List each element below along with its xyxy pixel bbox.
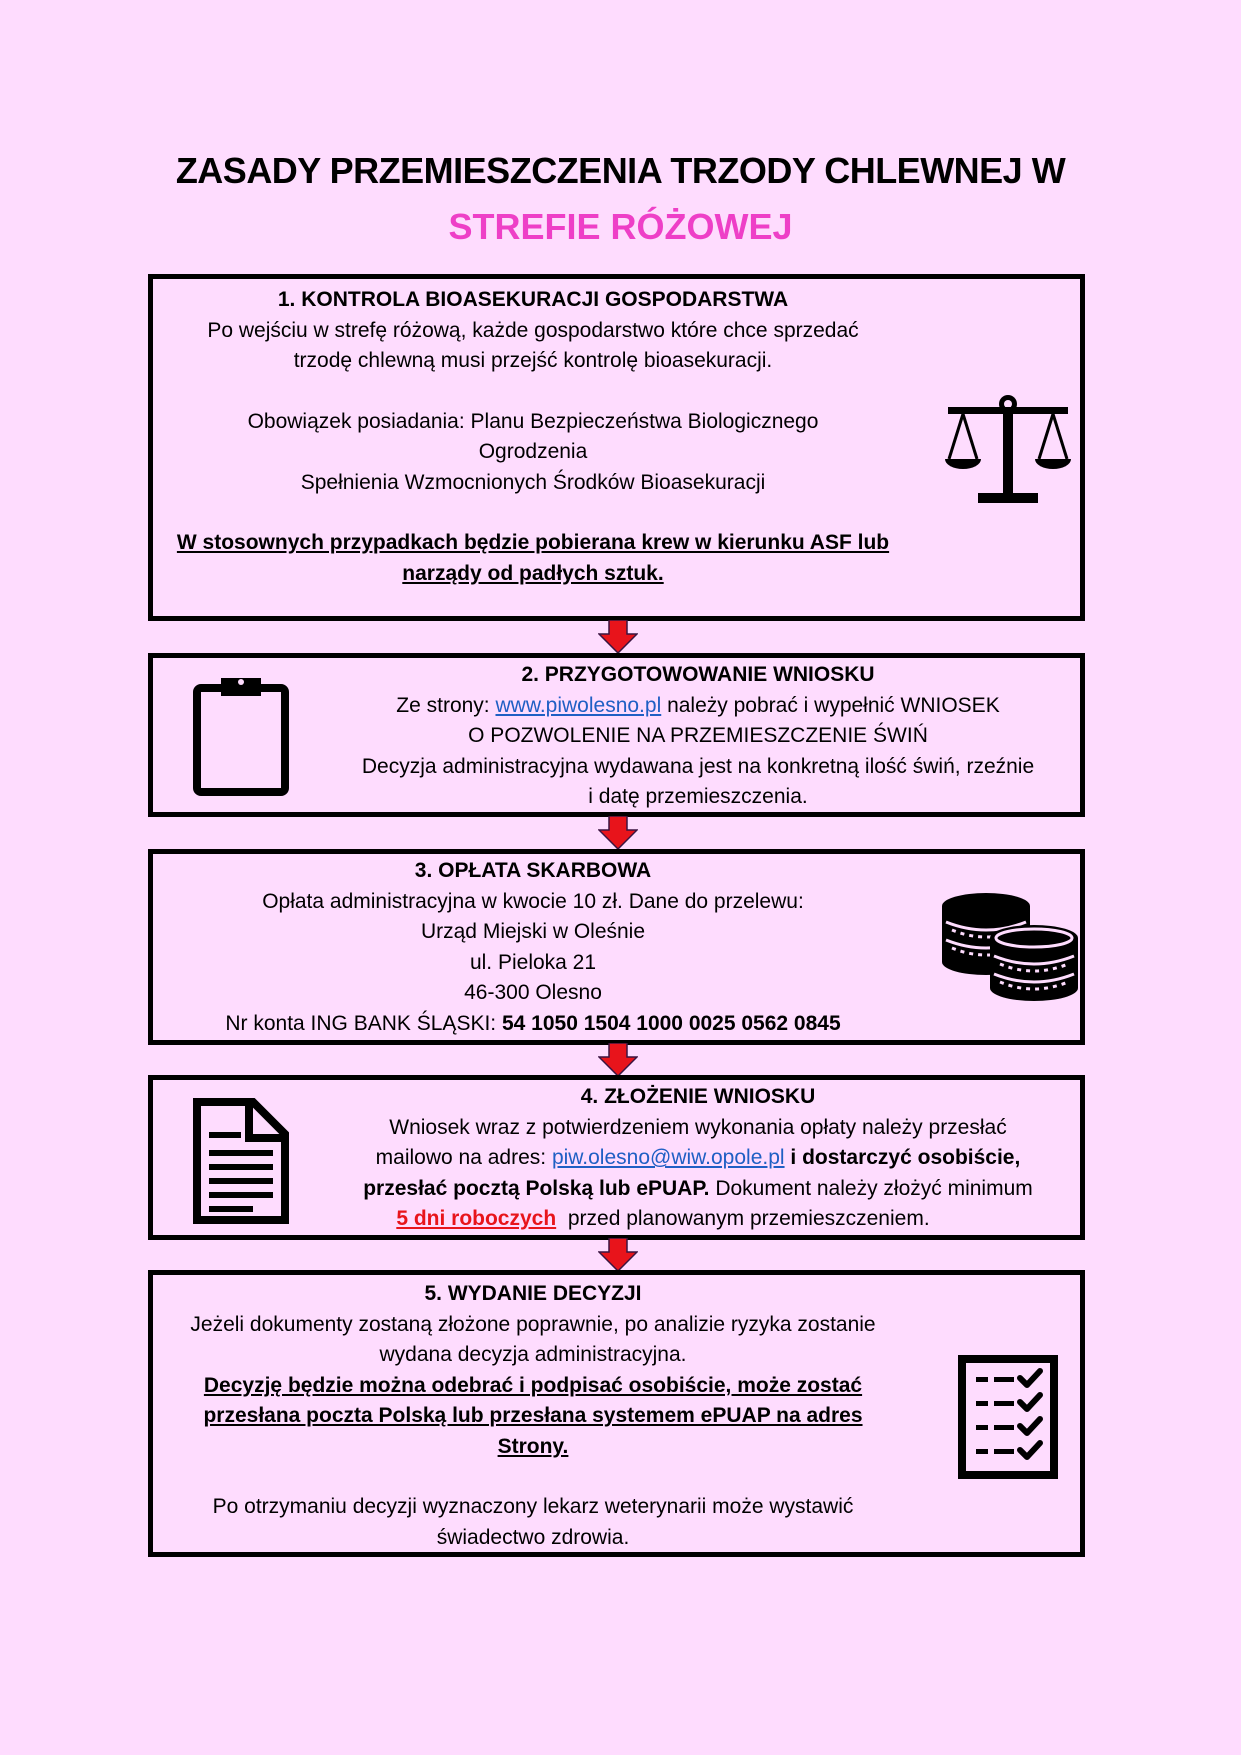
step-4-line-bold: przesłać pocztą Polską lub ePUAP.	[363, 1176, 710, 1200]
step-5-line: wydana decyzja administracyjna.	[379, 1343, 687, 1366]
step-2-line: Ze strony: www.piwolesno.pl należy pobra…	[328, 691, 1068, 722]
step-4-text: 4. ZŁOŻENIE WNIOSKU Wniosek wraz z potwi…	[328, 1082, 1068, 1235]
working-days-highlight: 5 dni roboczych	[396, 1207, 557, 1230]
step-2-heading: 2. PRZYGOTOWOWANIE WNIOSKU	[521, 663, 875, 686]
clipboard-icon	[193, 678, 289, 796]
step-3-text: 3. OPŁATA SKARBOWA Opłata administracyjn…	[153, 856, 913, 1039]
step-4-heading: 4. ZŁOŻENIE WNIOSKU	[580, 1085, 816, 1108]
step-1-box: 1. KONTROLA BIOASEKURACJI GOSPODARSTWA P…	[148, 274, 1085, 621]
arrow-down-icon	[598, 1043, 638, 1077]
step-4-box: 4. ZŁOŻENIE WNIOSKU Wniosek wraz z potwi…	[148, 1075, 1085, 1240]
step-4-line-prefix: mailowo na adres:	[375, 1146, 552, 1169]
step-3-line: Opłata administracyjna w kwocie 10 zł. D…	[262, 889, 804, 913]
arrow-down-icon	[598, 816, 638, 850]
step-1-line: Po wejściu w strefę różową, każde gospod…	[207, 318, 859, 342]
document-icon	[193, 1098, 289, 1224]
step-2-line: O POZWOLENIE NA PRZEMIESZCZENIE ŚWIŃ	[468, 724, 928, 747]
step-3-heading: 3. OPŁATA SKARBOWA	[414, 859, 652, 882]
account-label: Nr konta ING BANK ŚLĄSKI:	[225, 1011, 502, 1035]
step-4-line: 5 dni roboczych przed planowanym przemie…	[258, 1204, 1068, 1235]
step-3-account: Nr konta ING BANK ŚLĄSKI: 54 1050 1504 1…	[153, 1009, 913, 1040]
step-1-text: 1. KONTROLA BIOASEKURACJI GOSPODARSTWA P…	[153, 285, 913, 589]
step-5-note: przesłana poczta Polską lub przesłana sy…	[203, 1404, 863, 1427]
email-link[interactable]: piw.olesno@wiw.opole.pl	[551, 1146, 785, 1169]
step-1-line: trzodę chlewną musi przejść kontrolę bio…	[293, 349, 773, 372]
step-1-line: Ogrodzenia	[478, 440, 588, 463]
step-5-heading: 5. WYDANIE DECYZJI	[424, 1282, 642, 1305]
step-1-note: W stosownych przypadkach będzie pobieran…	[176, 531, 890, 554]
page-subtitle: STREFIE RÓŻOWEJ	[448, 206, 793, 247]
step-4-line-suffix: Dokument należy złożyć minimum	[709, 1176, 1033, 1200]
step-4-line: przesłać pocztą Polską lub ePUAP. Dokume…	[328, 1174, 1068, 1205]
step-1-line: Spełnienia Wzmocnionych Środków Bioaseku…	[300, 470, 766, 494]
arrow-down-icon	[598, 1238, 638, 1272]
step-2-line-suffix: należy pobrać i wypełnić WNIOSEK	[661, 693, 1000, 717]
step-4-line: mailowo na adres: piw.olesno@wiw.opole.p…	[328, 1143, 1068, 1174]
step-5-line: Po otrzymaniu decyzji wyznaczony lekarz …	[212, 1495, 854, 1518]
step-1-note: narządy od padłych sztuk.	[402, 561, 664, 585]
scales-icon	[945, 395, 1071, 503]
step-2-line-prefix: Ze strony:	[396, 693, 496, 717]
step-5-line: świadectwo zdrowia.	[436, 1525, 630, 1549]
step-5-text: 5. WYDANIE DECYZJI Jeżeli dokumenty zost…	[153, 1279, 913, 1553]
page-title: ZASADY PRZEMIESZCZENIA TRZODY CHLEWNEJ W	[175, 150, 1066, 191]
step-4-line-suffix: przed planowanym przemieszczeniem.	[556, 1207, 930, 1230]
step-2-line: i datę przemieszczenia.	[588, 785, 808, 808]
step-4-line: Wniosek wraz z potwierdzeniem wykonania …	[389, 1115, 1007, 1139]
piwolesno-link[interactable]: www.piwolesno.pl	[495, 693, 662, 717]
account-number: 54 1050 1504 1000 0025 0562 0845	[501, 1011, 841, 1035]
step-1-heading: 1. KONTROLA BIOASEKURACJI GOSPODARSTWA	[277, 288, 789, 311]
step-3-line: ul. Pieloka 21	[469, 950, 597, 974]
arrow-down-icon	[598, 620, 638, 654]
step-2-text: 2. PRZYGOTOWOWANIE WNIOSKU Ze strony: ww…	[328, 660, 1068, 813]
coins-icon	[942, 893, 1078, 1001]
step-5-line: Jeżeli dokumenty zostaną złożone poprawn…	[190, 1312, 876, 1336]
step-1-line: Obowiązek posiadania: Planu Bezpieczeńst…	[247, 409, 819, 433]
step-4-line-bold: i dostarczyć osobiście,	[784, 1146, 1021, 1169]
step-3-line: Urząd Miejski w Oleśnie	[420, 920, 646, 943]
step-5-note: Strony.	[497, 1434, 569, 1458]
step-3-line: 46-300 Olesno	[464, 981, 602, 1004]
step-5-note: Decyzję będzie można odebrać i podpisać …	[203, 1373, 863, 1397]
checklist-icon	[958, 1355, 1058, 1479]
step-2-line: Decyzja administracyjna wydawana jest na…	[361, 754, 1035, 778]
step-2-box: 2. PRZYGOTOWOWANIE WNIOSKU Ze strony: ww…	[148, 653, 1085, 817]
step-3-box: 3. OPŁATA SKARBOWA Opłata administracyjn…	[148, 849, 1085, 1045]
step-5-box: 5. WYDANIE DECYZJI Jeżeli dokumenty zost…	[148, 1270, 1085, 1557]
